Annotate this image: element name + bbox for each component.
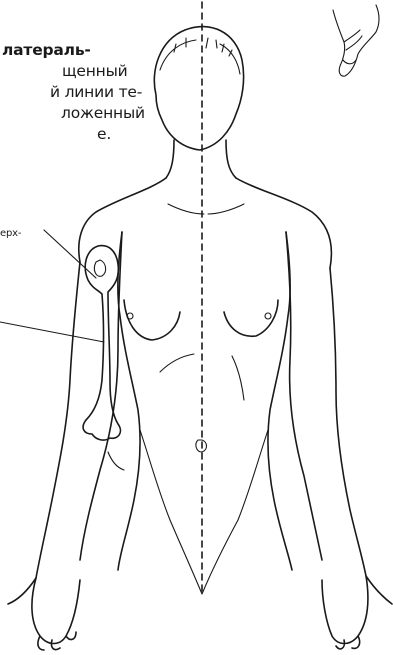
left-hand bbox=[8, 578, 80, 650]
right-hand bbox=[322, 576, 392, 649]
small-hand-sketch bbox=[333, 5, 379, 76]
caption-line-2: щенный bbox=[62, 61, 128, 82]
caption-line-5: е. bbox=[97, 124, 111, 145]
right-arm bbox=[286, 232, 366, 576]
callout-leaders bbox=[0, 230, 104, 342]
breasts bbox=[124, 300, 278, 340]
caption-line-1: латераль- bbox=[2, 40, 91, 61]
left-arm bbox=[36, 232, 124, 578]
abdomen bbox=[140, 354, 268, 594]
humerus-bone bbox=[83, 246, 120, 440]
head bbox=[154, 27, 243, 150]
caption-line-3: й линии те- bbox=[50, 82, 142, 103]
humerus-callout-label: ерх- bbox=[0, 228, 21, 240]
neck bbox=[166, 140, 236, 178]
caption-line-4: ложенный bbox=[61, 103, 145, 124]
